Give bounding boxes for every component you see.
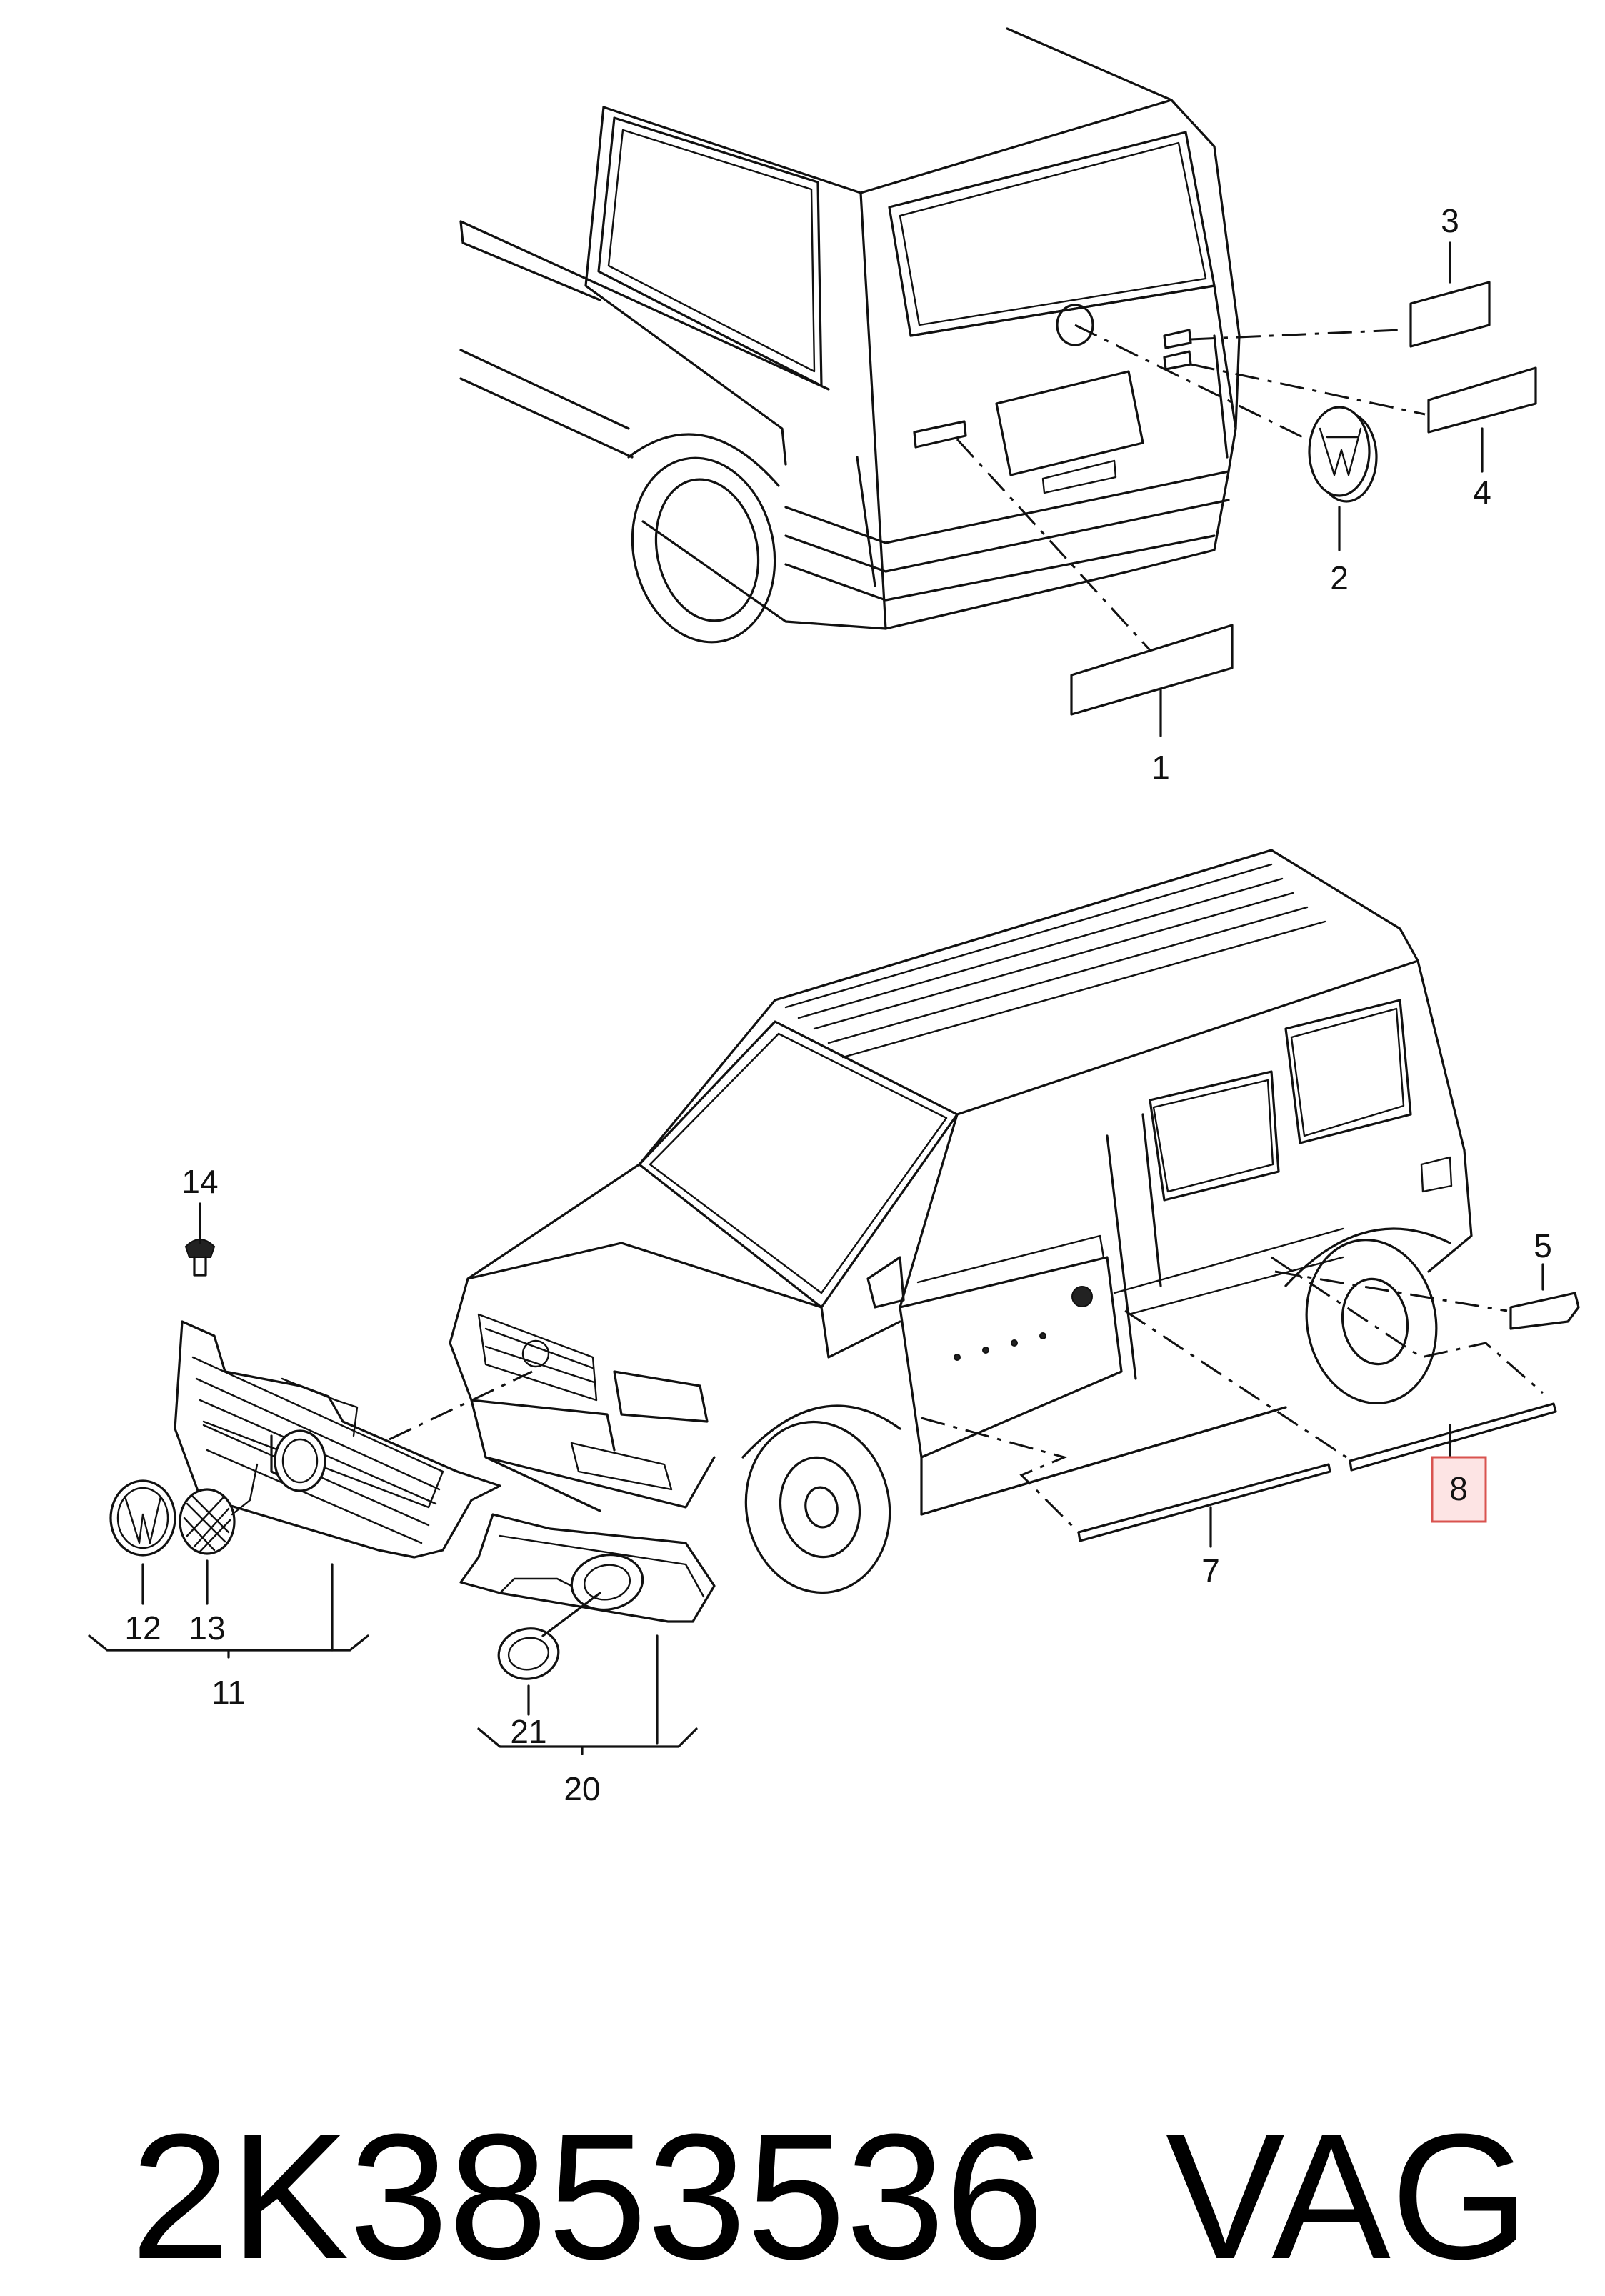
brand-name: VAG: [1165, 2097, 1530, 2296]
part-7-sill-trim: [921, 1417, 1331, 1548]
front-van-illustration: [449, 849, 1473, 1594]
part-3-badge: [1190, 241, 1491, 348]
callout-5: 5: [1534, 1227, 1552, 1264]
callout-8-highlight-box: [1431, 1456, 1487, 1523]
part-12-front-emblem: [109, 1479, 176, 1605]
callout-13: 13: [189, 1609, 225, 1647]
part-8-sill-trim: [1124, 1256, 1557, 1472]
callout-2: 2: [1330, 559, 1349, 597]
rear-van-illustration: [459, 27, 1241, 644]
part-5-side-badge: [1274, 1263, 1580, 1330]
part-11-grille: [174, 1320, 533, 1652]
bracket-20: [477, 1727, 698, 1755]
part-4-badge: [1190, 363, 1537, 473]
callout-4: 4: [1473, 474, 1491, 511]
callout-3: 3: [1441, 202, 1459, 239]
callout-8: 8: [1449, 1470, 1468, 1507]
part-21-ring: [497, 1592, 601, 1716]
bracket-11: [88, 1634, 369, 1659]
part-number: 2K3853536: [130, 2097, 1044, 2296]
callout-20: 20: [564, 1770, 600, 1807]
callout-12: 12: [124, 1609, 161, 1647]
callout-11: 11: [211, 1674, 246, 1711]
parts-diagram: 1 2 3 4 5 7 8 11 12 13 14 20 21: [88, 27, 1580, 1807]
part-13-mesh-insert: [179, 1463, 259, 1605]
part-2-rear-emblem: [1074, 324, 1378, 551]
part-1-rear-plate: [956, 438, 1234, 737]
callout-7: 7: [1201, 1552, 1220, 1589]
callout-21: 21: [510, 1713, 546, 1750]
part-20-foglight-cover: [459, 1513, 716, 1745]
part-14-clip: [184, 1202, 216, 1277]
callout-1: 1: [1151, 749, 1170, 786]
callout-14: 14: [181, 1163, 218, 1200]
